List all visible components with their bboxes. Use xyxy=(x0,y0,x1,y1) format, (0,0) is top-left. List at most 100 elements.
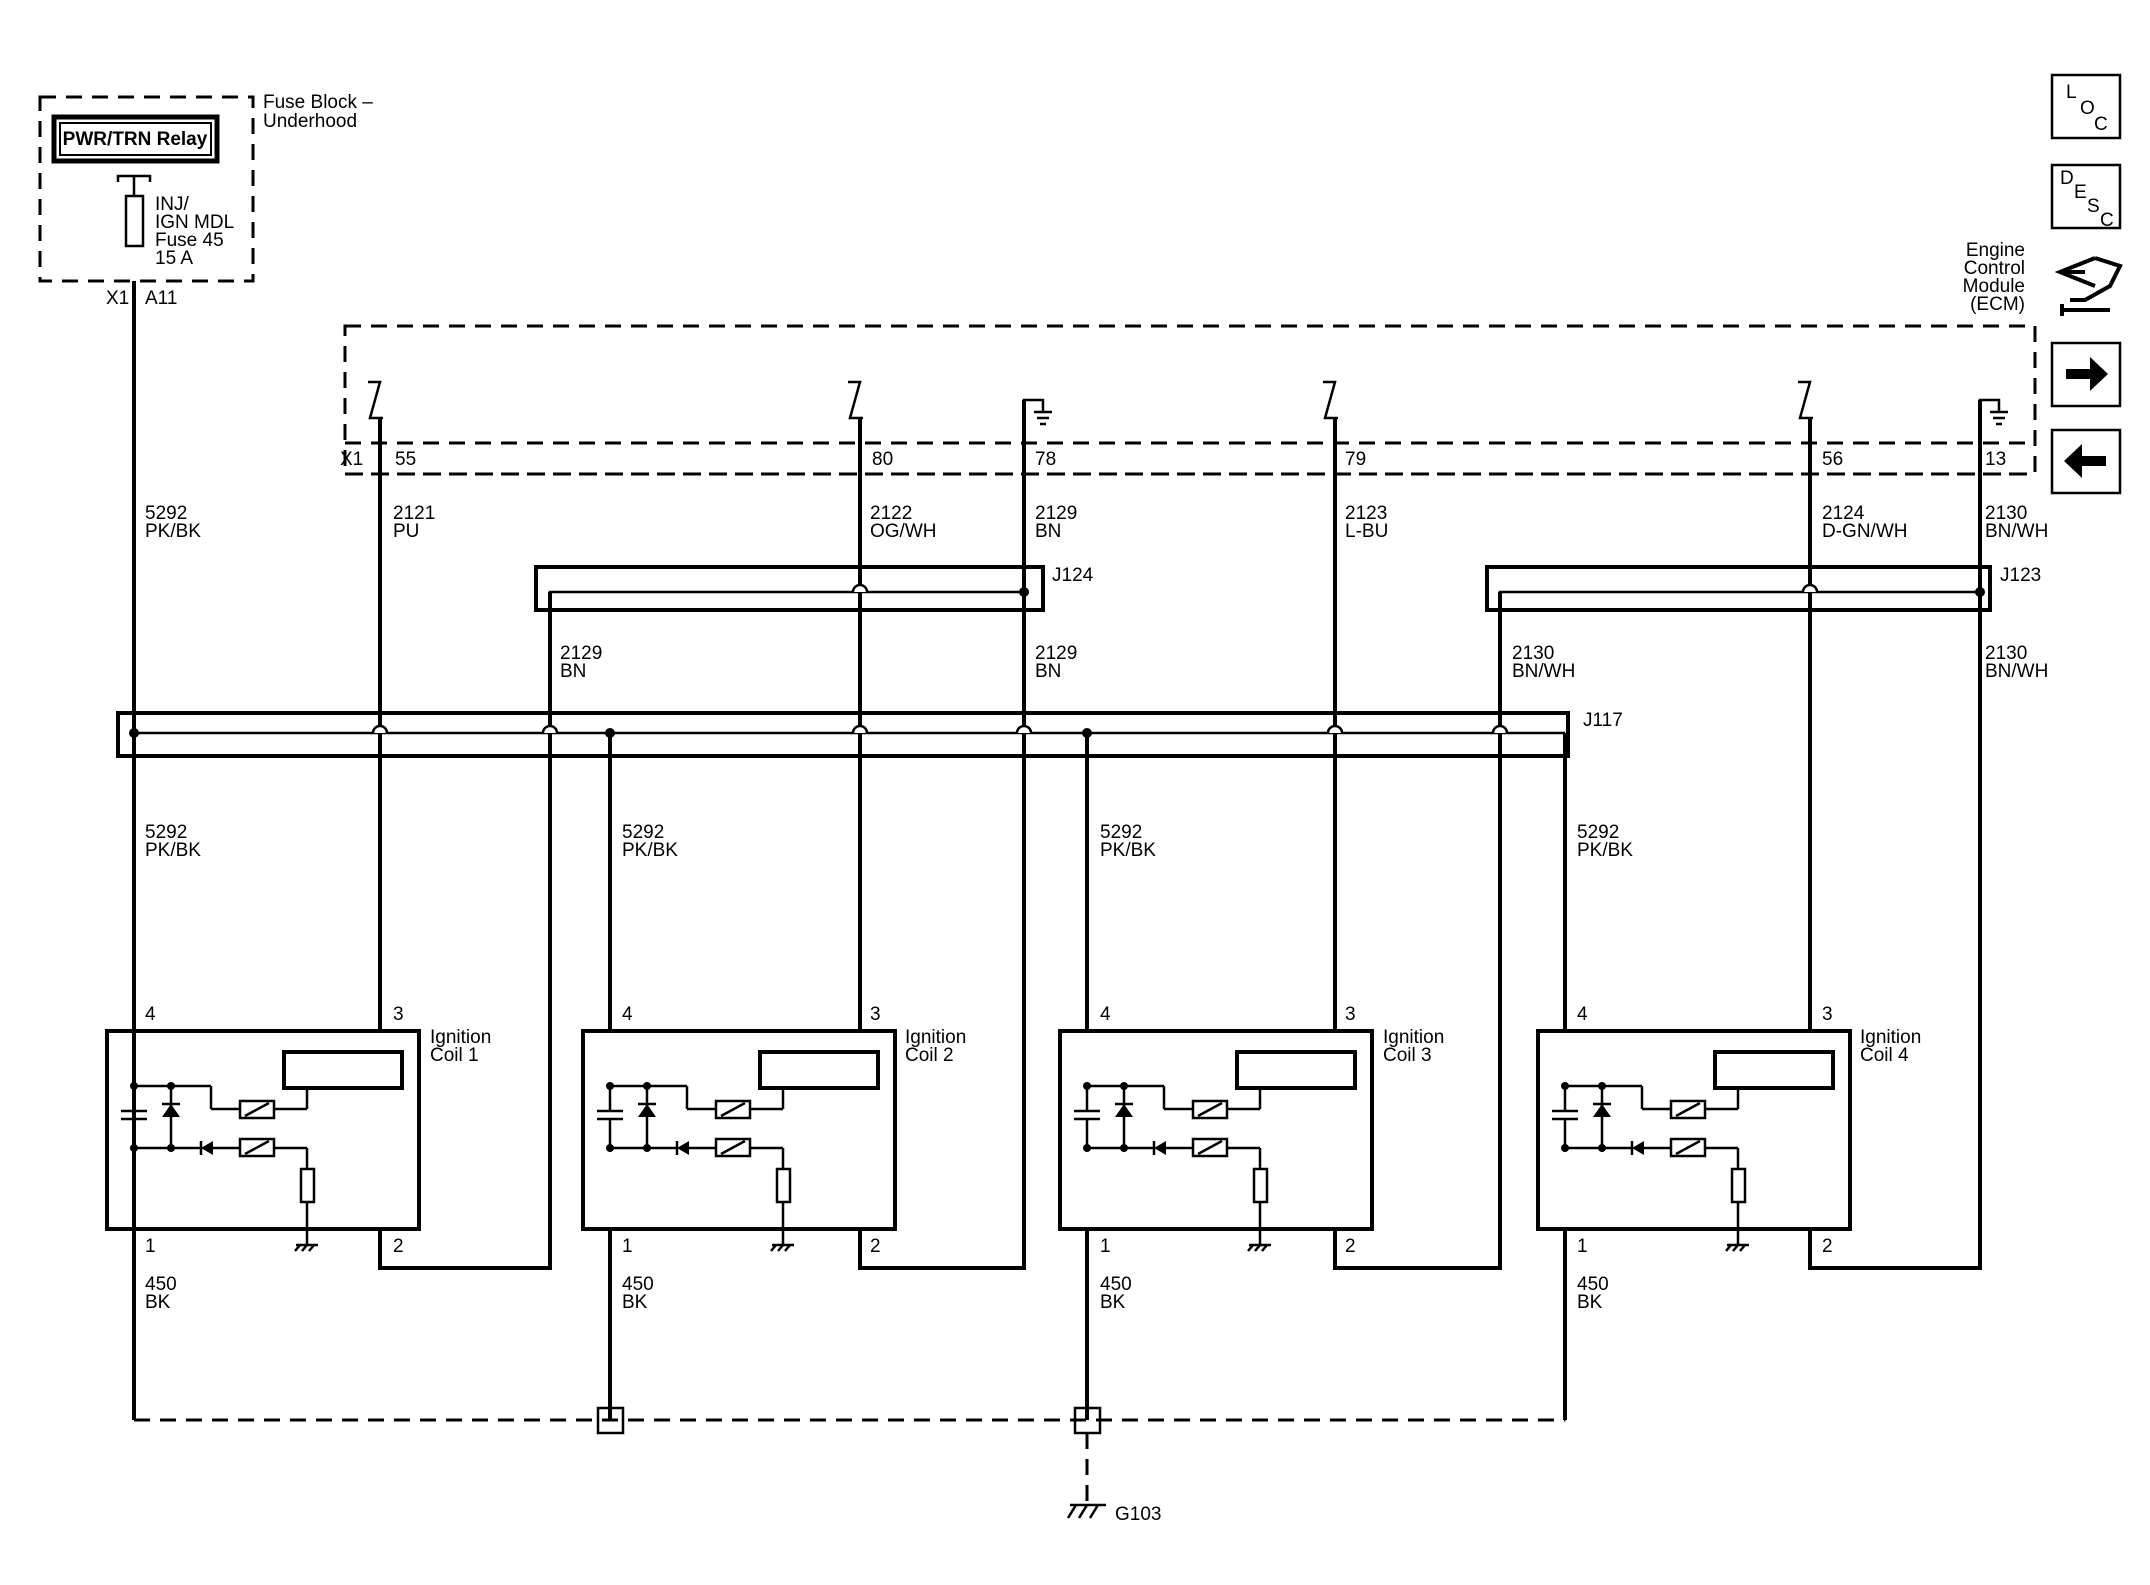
ignition-coil-2: Ignition Coil 2 4 3 1 2 xyxy=(581,1004,966,1257)
ecm-pin-79: 79 xyxy=(1345,449,1366,470)
coil-pin-gnd: 1 xyxy=(145,1236,156,1257)
ecm-internal-grounds xyxy=(1022,398,2008,426)
coil-name: Ignition xyxy=(905,1027,966,1048)
circuit-num: 2123 xyxy=(1345,503,1387,524)
ecm-label-3: Module xyxy=(1963,276,2025,297)
circuit-color: PU xyxy=(393,521,419,542)
ecm-pin-55: 55 xyxy=(395,449,416,470)
ecm-pin-78: 78 xyxy=(1035,449,1056,470)
circuit-num: 2129 xyxy=(1035,643,1077,664)
coil-pin-ctrl: 3 xyxy=(1822,1004,1833,1025)
fuse-block-title: Fuse Block – xyxy=(263,92,373,113)
fuse-pin: A11 xyxy=(145,288,177,309)
splice-j117: J117 xyxy=(116,710,1623,760)
splice-j124: J124 xyxy=(534,565,1094,655)
circuit-num: 5292 xyxy=(622,822,664,843)
ecm-pin-56: 56 xyxy=(1822,449,1843,470)
circuit-num: 450 xyxy=(145,1274,177,1295)
circuit-num: 2130 xyxy=(1985,503,2027,524)
coil-name: Coil 1 xyxy=(430,1045,479,1066)
circuit-num: 5292 xyxy=(145,822,187,843)
coil-pin-ctrl: 3 xyxy=(870,1004,881,1025)
ecm-connector: X1 xyxy=(340,449,363,470)
ignition-coil-1: Ignition Coil 1 4 3 1 2 xyxy=(105,1004,491,1257)
circuit-color: BN/WH xyxy=(1985,661,2048,682)
fuse-block: PWR/TRN Relay Fuse Block – Underhood INJ… xyxy=(38,92,373,309)
circuit-color: BK xyxy=(145,1292,171,1313)
circuit-color: PK/BK xyxy=(1577,840,1633,861)
arrow-right-icon xyxy=(2066,357,2108,391)
circuit-num: 2130 xyxy=(1512,643,1554,664)
wire-labels: 5292 PK/BK 2121 PU 2122 OG/WH 2129 BN 21… xyxy=(145,503,2048,1313)
ignition-coil-4: Ignition Coil 4 4 3 1 2 xyxy=(1536,1004,1921,1257)
circuit-num: 450 xyxy=(1100,1274,1132,1295)
circuit-num: 5292 xyxy=(145,503,187,524)
circuit-num: 2124 xyxy=(1822,503,1865,524)
desc-letter: S xyxy=(2087,196,2100,217)
circuit-color: BN xyxy=(1035,661,1061,682)
fuse-label-1: INJ/ xyxy=(155,194,190,215)
coil-pin-ctrl: 3 xyxy=(1345,1004,1356,1025)
circuit-color: BK xyxy=(622,1292,648,1313)
circuit-num: 2122 xyxy=(870,503,912,524)
ecm-pin-13: 13 xyxy=(1985,449,2006,470)
coil-name: Coil 4 xyxy=(1860,1045,1909,1066)
coil-name: Ignition xyxy=(1383,1027,1444,1048)
ecm-driver-switches xyxy=(368,380,1813,420)
circuit-color: BN/WH xyxy=(1512,661,1575,682)
circuit-num: 5292 xyxy=(1577,822,1619,843)
fuse-label-3: Fuse 45 xyxy=(155,230,224,251)
relay-label: PWR/TRN Relay xyxy=(63,129,208,150)
ground-distribution: G103 xyxy=(134,1406,1565,1525)
desc-letter: E xyxy=(2074,182,2087,203)
circuit-num: 2121 xyxy=(393,503,435,524)
arrow-right-button[interactable] xyxy=(2050,341,2122,408)
component-view-icon[interactable] xyxy=(2054,256,2123,316)
circuit-num: 2129 xyxy=(1035,503,1077,524)
ecm-label-4: (ECM) xyxy=(1970,294,2025,315)
coil-name: Ignition xyxy=(430,1027,491,1048)
circuit-color: D-GN/WH xyxy=(1822,521,1907,542)
splice-j123: J123 xyxy=(1485,565,2041,655)
coil-pin-feed: 4 xyxy=(145,1004,156,1025)
coil-pin-gnd: 1 xyxy=(622,1236,633,1257)
circuit-num: 2129 xyxy=(560,643,602,664)
loc-button[interactable]: L O C xyxy=(2050,73,2122,140)
circuit-color: L-BU xyxy=(1345,521,1388,542)
loc-letter: L xyxy=(2066,82,2077,103)
ecm-pin-80: 80 xyxy=(872,449,893,470)
circuit-color: OG/WH xyxy=(870,521,937,542)
ignition-coil-3: Ignition Coil 3 4 3 1 2 xyxy=(1058,1004,1444,1257)
desc-letter: C xyxy=(2100,210,2114,231)
coil-pin-ref: 2 xyxy=(1345,1236,1356,1257)
ecm-label-1: Engine xyxy=(1966,240,2025,261)
coil-name: Coil 2 xyxy=(905,1045,954,1066)
fuse-label-2: IGN MDL xyxy=(155,212,234,233)
arrow-left-button[interactable] xyxy=(2050,428,2122,495)
circuit-color: BK xyxy=(1577,1292,1603,1313)
arrow-left-icon xyxy=(2064,444,2106,478)
coil-pin-ref: 2 xyxy=(1822,1236,1833,1257)
circuit-num: 450 xyxy=(622,1274,654,1295)
coil-pin-gnd: 1 xyxy=(1577,1236,1588,1257)
coil-pin-feed: 4 xyxy=(1577,1004,1588,1025)
splice-j117-label: J117 xyxy=(1583,710,1623,731)
circuit-color: BN xyxy=(560,661,586,682)
coil-pin-ref: 2 xyxy=(870,1236,881,1257)
fuse-connector: X1 xyxy=(106,288,129,309)
ecm-label-2: Control xyxy=(1964,258,2025,279)
desc-button[interactable]: D E S C xyxy=(2050,163,2122,231)
desc-letter: D xyxy=(2060,168,2074,189)
fuse-label-4: 15 A xyxy=(155,248,193,269)
ground-label: G103 xyxy=(1115,1504,1161,1525)
splice-j123-label: J123 xyxy=(2000,565,2041,586)
coil-pin-ctrl: 3 xyxy=(393,1004,404,1025)
circuit-color: BN xyxy=(1035,521,1061,542)
loc-letter: O xyxy=(2080,98,2095,119)
circuit-color: BK xyxy=(1100,1292,1126,1313)
coil-pin-gnd: 1 xyxy=(1100,1236,1111,1257)
ecm-module: Engine Control Module (ECM) X1 55 80 78 … xyxy=(340,240,2037,476)
circuit-color: PK/BK xyxy=(1100,840,1156,861)
loc-letter: C xyxy=(2094,114,2108,135)
